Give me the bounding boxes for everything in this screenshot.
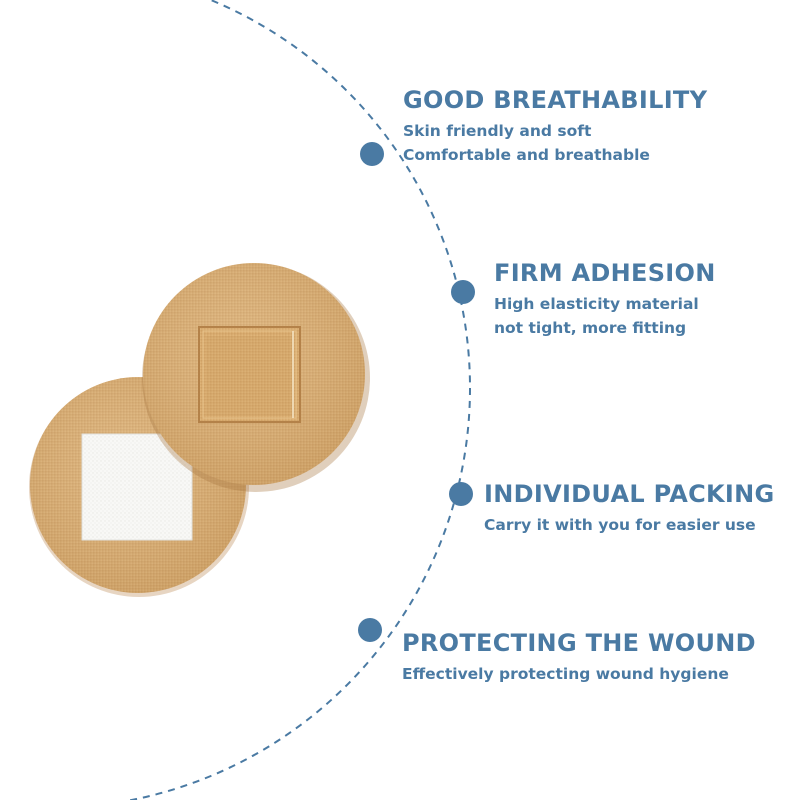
feature-adhesion: FIRM ADHESION High elasticity material n… bbox=[494, 259, 716, 340]
dashed-ring bbox=[125, 0, 471, 800]
bullet-dot-2 bbox=[451, 280, 475, 304]
bullet-dot-1 bbox=[360, 142, 384, 166]
feature-breathability: GOOD BREATHABILITY Skin friendly and sof… bbox=[403, 86, 707, 167]
feature-title: INDIVIDUAL PACKING bbox=[484, 480, 775, 508]
bullet-dot-3 bbox=[449, 482, 473, 506]
feature-title: FIRM ADHESION bbox=[494, 259, 716, 287]
gauze-pad bbox=[81, 433, 193, 541]
feature-line: High elasticity material bbox=[494, 295, 699, 313]
feature-protection: PROTECTING THE WOUND Effectively protect… bbox=[402, 629, 756, 687]
bullet-dot-4 bbox=[358, 618, 382, 642]
bandage-front bbox=[142, 263, 370, 492]
feature-title: GOOD BREATHABILITY bbox=[403, 86, 708, 114]
feature-line: not tight, more fitting bbox=[494, 318, 687, 337]
feature-line: Comfortable and breathable bbox=[403, 145, 650, 164]
feature-line: Effectively protecting wound hygiene bbox=[402, 665, 729, 683]
feature-packing: INDIVIDUAL PACKING Carry it with you for… bbox=[484, 480, 775, 538]
feature-line: Carry it with you for easier use bbox=[484, 516, 756, 534]
feature-title: PROTECTING THE WOUND bbox=[402, 629, 756, 657]
feature-line: Skin friendly and soft bbox=[403, 122, 592, 140]
